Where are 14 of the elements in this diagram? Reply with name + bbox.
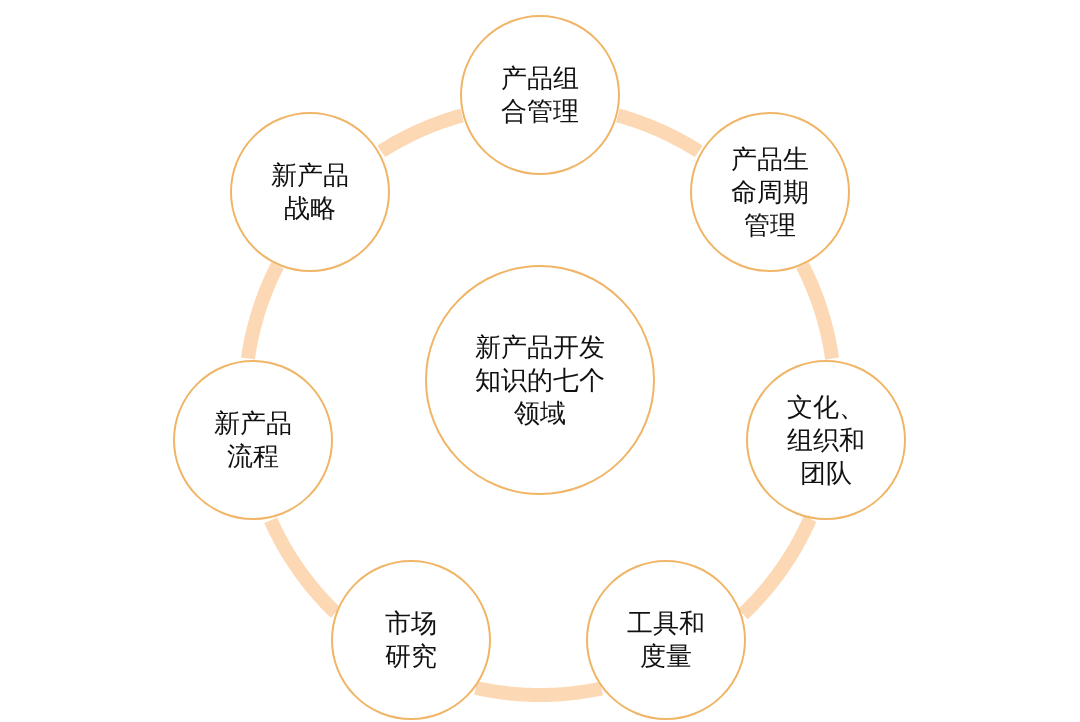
topic-label: 产品生命周期管理 — [730, 142, 810, 242]
topic-label: 市场研究 — [384, 607, 438, 673]
topic-label: 新产品战略 — [270, 159, 350, 225]
ring-connector — [241, 260, 284, 363]
ring-connector — [737, 514, 817, 620]
ring-connector — [471, 681, 606, 702]
ring-connector — [613, 108, 704, 158]
ring-connector — [264, 515, 341, 618]
topic-label: 产品组合管理 — [500, 62, 580, 128]
ring-connector — [376, 108, 467, 158]
topic-label: 文化、组织和团队 — [786, 390, 866, 490]
topic-label: 新产品开发知识的七个领域 — [474, 330, 606, 430]
topic-label: 新产品流程 — [213, 407, 293, 473]
topic-label: 工具和度量 — [626, 607, 706, 673]
